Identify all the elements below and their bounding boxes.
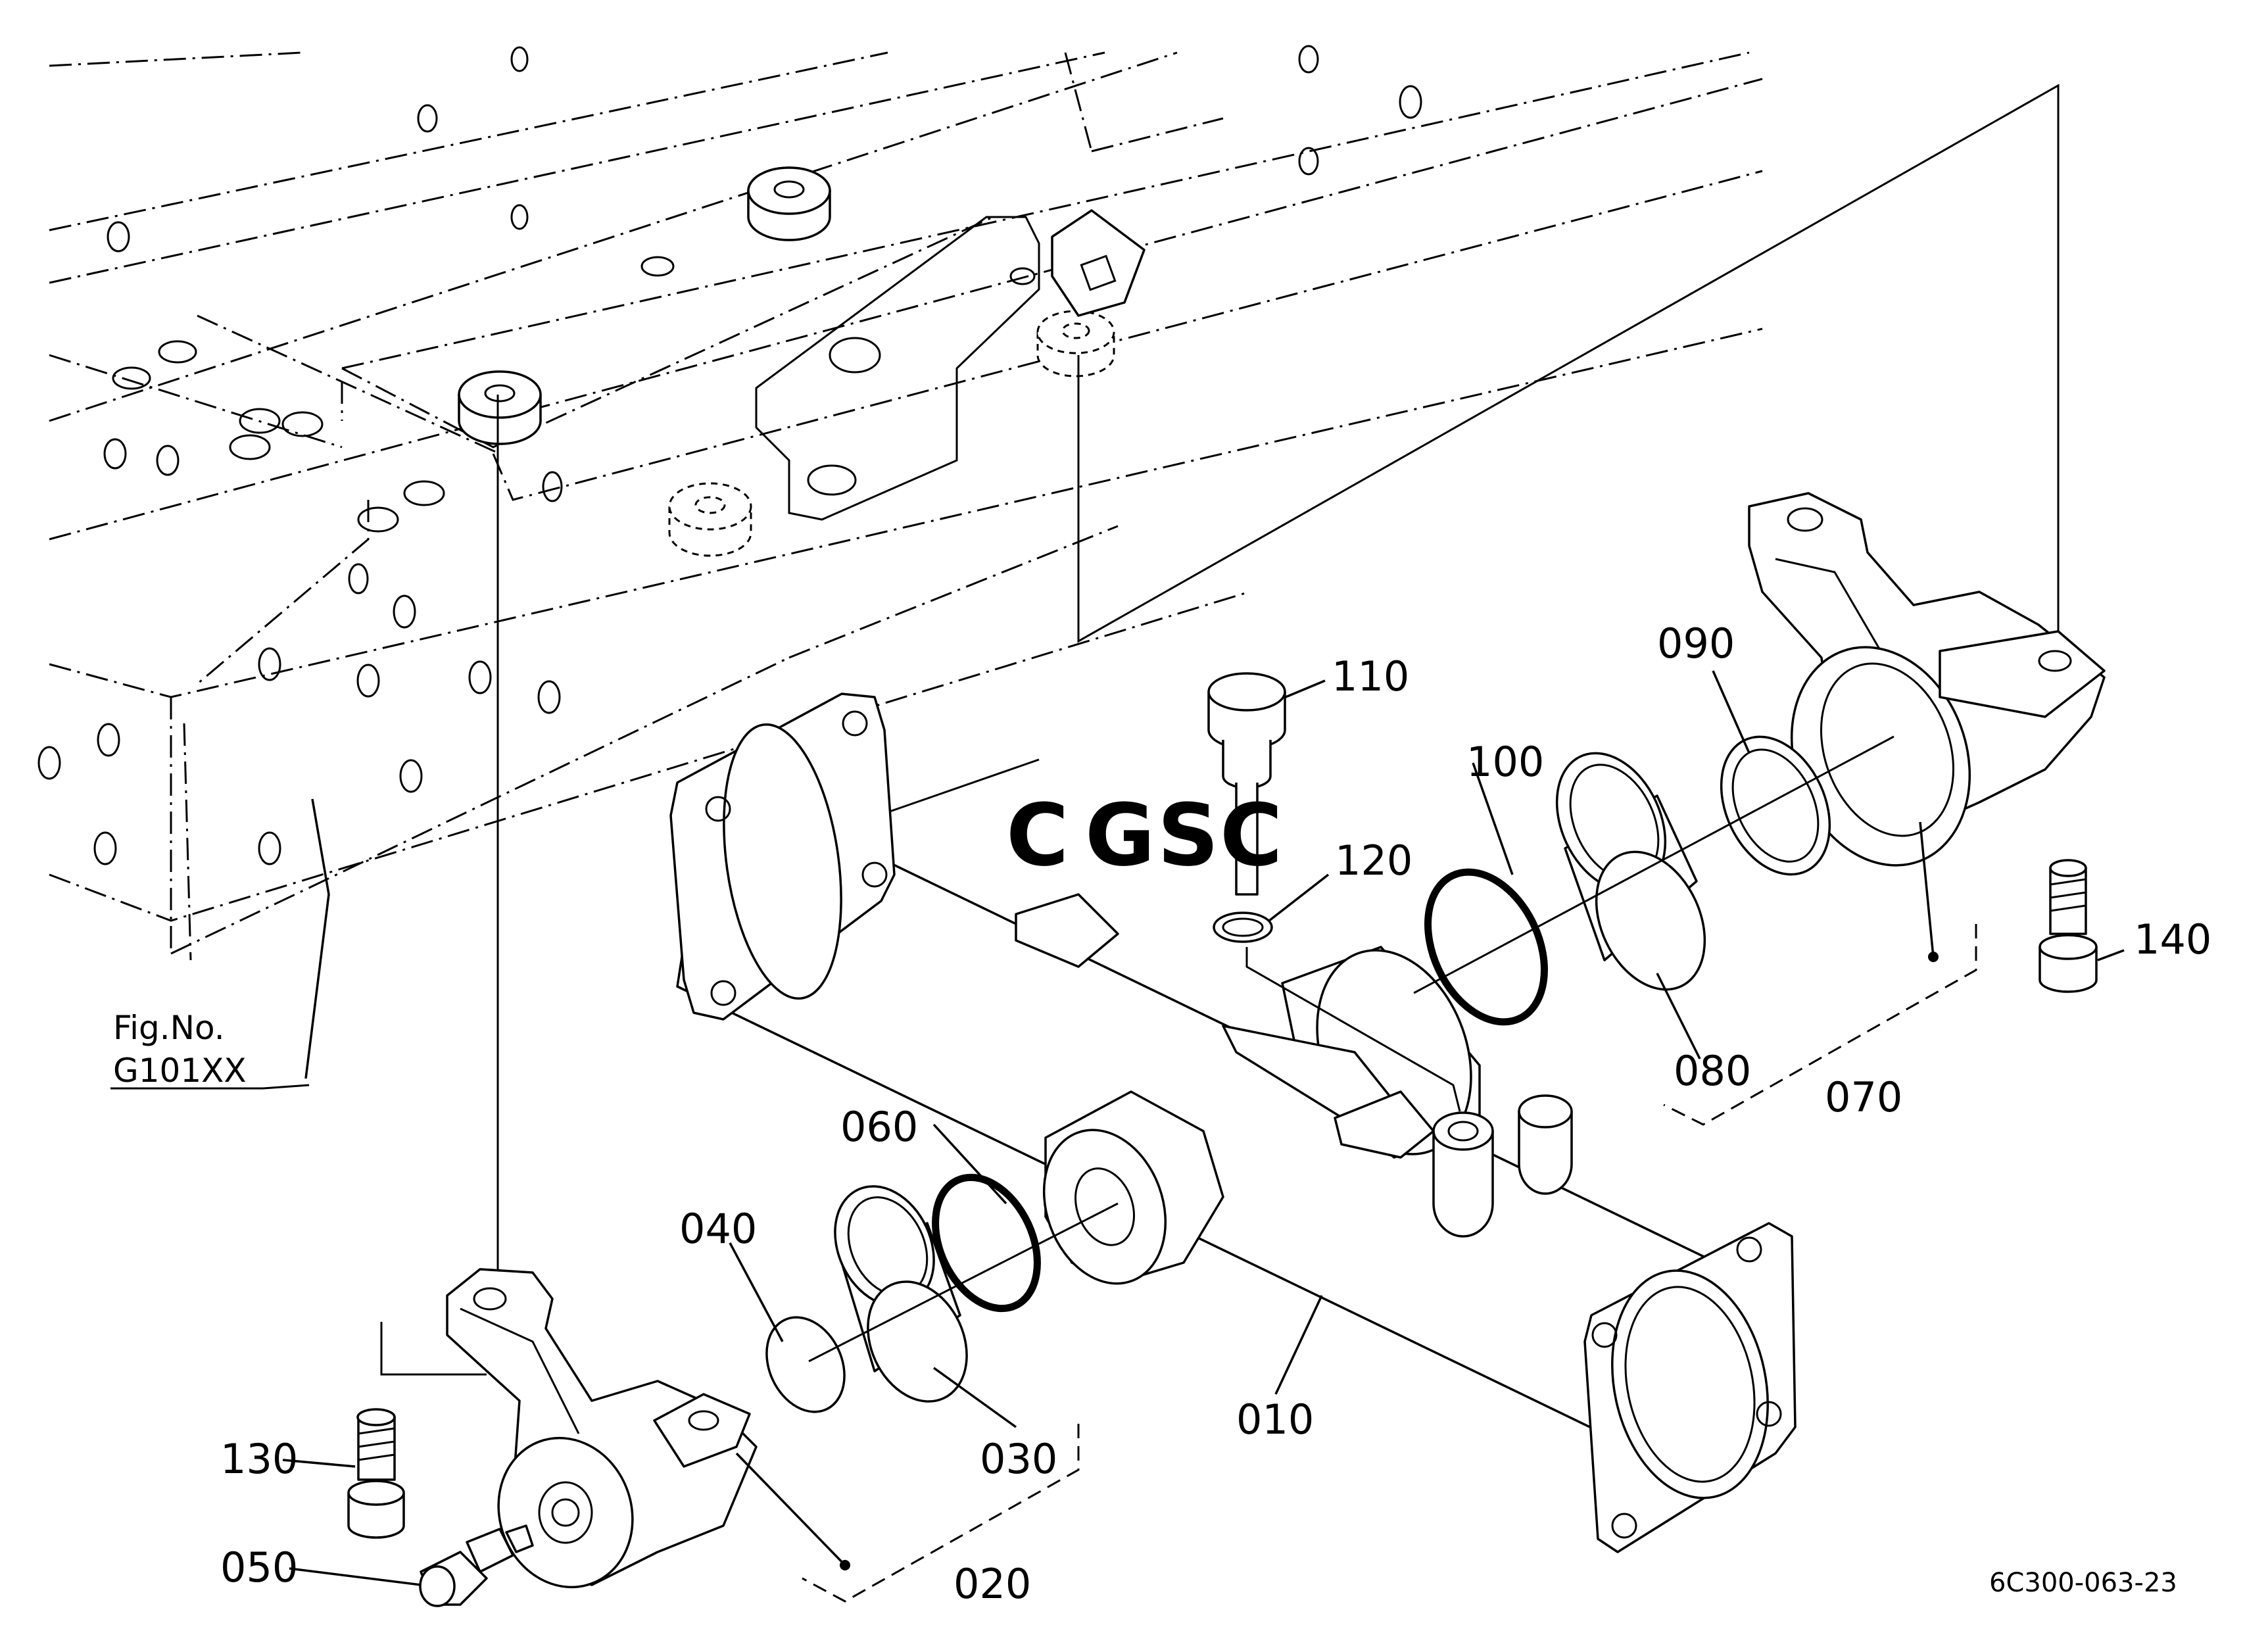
- thrust-washer-090: [1720, 735, 1831, 876]
- watermark-letter-2: G: [1085, 785, 1155, 885]
- label-020: 020: [953, 1560, 1031, 1608]
- label-120: 120: [1335, 837, 1412, 885]
- watermark-letter-3: S: [1157, 785, 1219, 885]
- leader-lines: [110, 670, 2125, 1603]
- bushing-080: [1555, 752, 1706, 991]
- label-010: 010: [1236, 1395, 1314, 1444]
- frame-boss-2: [458, 370, 542, 445]
- label-030: 030: [980, 1435, 1057, 1483]
- label-060: 060: [840, 1103, 918, 1151]
- fig-ref-line1: Fig.No.: [113, 1009, 225, 1047]
- figure-reference: Fig.No. G101XX: [113, 1009, 247, 1090]
- frame-assembly: [37, 45, 1763, 961]
- label-130: 130: [220, 1435, 298, 1483]
- label-100: 100: [1466, 738, 1544, 786]
- part-labels: 110 120 100 090 080 070 140 060 040 030 …: [220, 619, 2211, 1608]
- o-ring-100: [1424, 868, 1548, 1026]
- label-080: 080: [1674, 1047, 1751, 1095]
- grease-nipple-050: [419, 1524, 534, 1607]
- label-140: 140: [2134, 915, 2211, 963]
- plug-110: [1207, 672, 1286, 896]
- watermark-letter-4: C: [1220, 785, 1282, 885]
- axis-front: [808, 1202, 1119, 1363]
- frame-boss-ghost-1: [668, 482, 752, 557]
- o-ring-060: [932, 1173, 1041, 1313]
- support-070: [1748, 492, 2106, 867]
- fig-ref-line2: G101XX: [113, 1052, 247, 1090]
- label-090: 090: [1657, 619, 1735, 667]
- support-020: [446, 1268, 758, 1589]
- frame-boss-1: [747, 166, 831, 241]
- watermark-letter-1: C: [1006, 785, 1069, 885]
- diagram-code: 6C300-063-23: [1989, 1568, 2177, 1598]
- label-070: 070: [1825, 1073, 1902, 1121]
- o-ring-120: [1213, 911, 1273, 943]
- label-040: 040: [679, 1205, 757, 1253]
- axle-housing-010: [669, 692, 1797, 1553]
- watermark: C G S C: [1006, 785, 1282, 885]
- frame-boss-ghost-2: [1036, 310, 1115, 377]
- cap-040: [765, 1316, 846, 1413]
- bolt-140: [2039, 859, 2098, 993]
- label-050: 050: [220, 1543, 298, 1591]
- bushing-030: [834, 1185, 968, 1403]
- bolt-130: [347, 1408, 405, 1539]
- axis-rear: [1413, 735, 1894, 994]
- label-110: 110: [1332, 652, 1409, 700]
